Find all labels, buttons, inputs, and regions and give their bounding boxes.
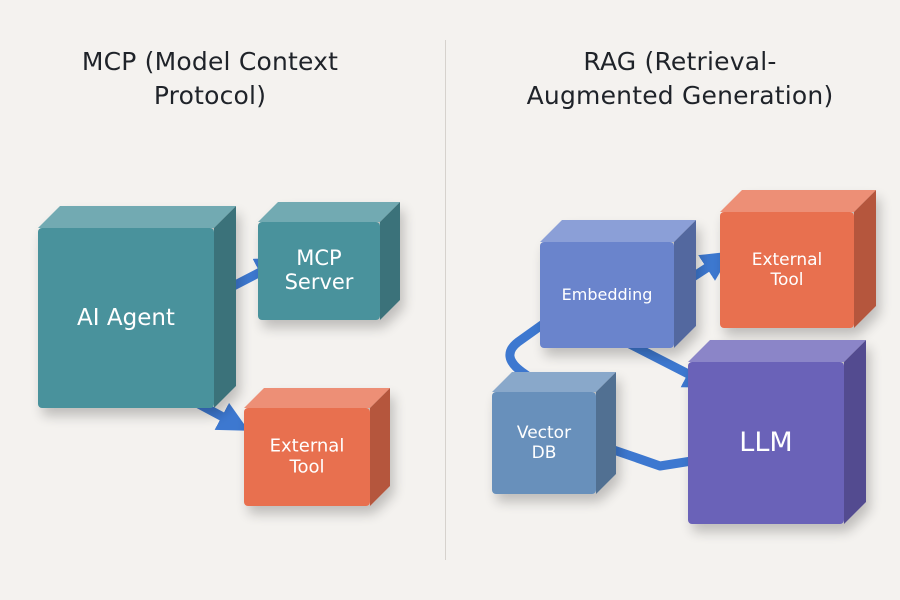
embedding-box: Embedding [540,220,696,348]
mcp-title-line1: MCP (Model Context [81,47,339,76]
embedding-label: Embedding [562,285,653,304]
rag-title-line2: Augmented Generation) [526,81,834,110]
mcp-title: MCP (Model Context Protocol) [30,45,390,113]
ai-agent-box: AI Agent [38,206,236,408]
llm-box: LLM [688,340,866,524]
rag-title: RAG (Retrieval- Augmented Generation) [480,45,880,113]
ai-agent-label: AI Agent [77,305,175,331]
mcp-title-line2: Protocol) [153,81,267,110]
section-divider [445,40,446,560]
rag-title-line1: RAG (Retrieval- [583,47,777,76]
connector-embedding-to-vectordb [505,317,551,391]
llm-label: LLM [739,427,792,458]
